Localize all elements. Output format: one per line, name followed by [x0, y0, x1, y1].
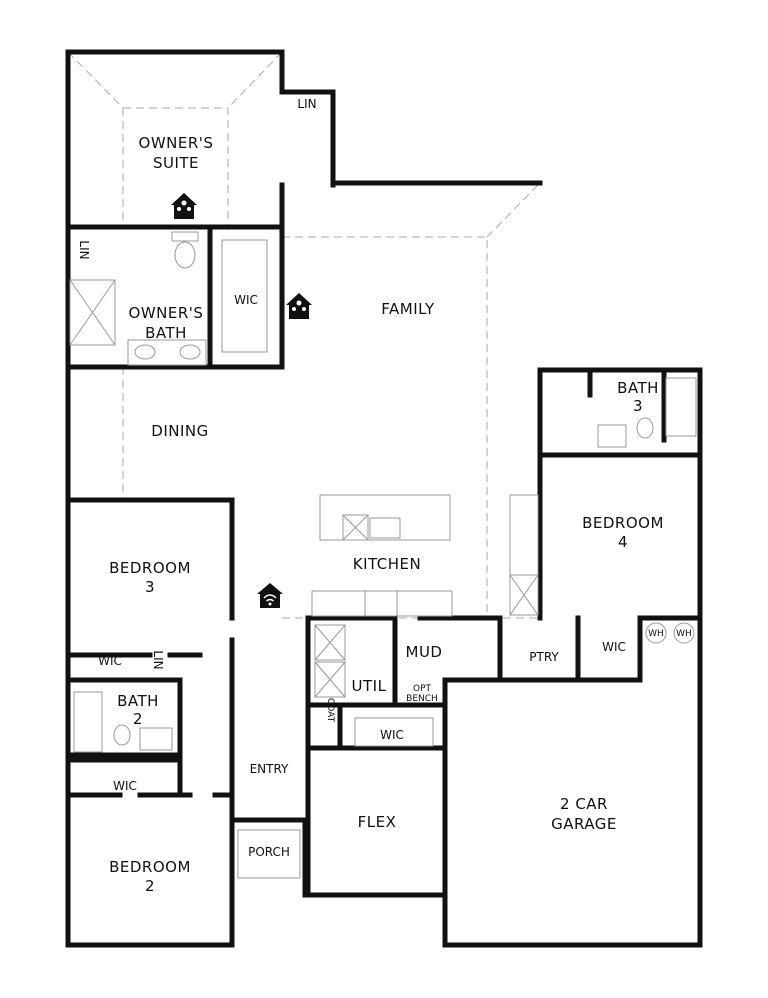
porch-label: PORCH	[248, 845, 290, 859]
bedroom3-label-2: 3	[145, 578, 155, 596]
owners-suite-label-2: SUITE	[153, 154, 199, 172]
wic-bed3-label: WIC	[98, 654, 122, 668]
garage-label: 2 CAR	[560, 795, 608, 813]
bedroom2-label-2: 2	[145, 877, 155, 895]
opt-bench-label-2: BENCH	[406, 694, 438, 704]
opt-bench-label: OPT	[413, 684, 432, 694]
entry-label: ENTRY	[250, 762, 289, 776]
wic-bed2-label: WIC	[113, 779, 137, 793]
owners-bath-label-2: BATH	[145, 324, 187, 342]
owners-suite-label: OWNER'S	[139, 134, 214, 152]
lin-label: LIN	[297, 97, 316, 111]
fixtures	[69, 231, 697, 879]
lin-bath-label: LIN	[77, 240, 91, 259]
bedroom4-label-2: 4	[618, 533, 628, 551]
water-heater-label: WH	[648, 629, 664, 639]
bath3-label: BATH	[617, 379, 659, 397]
owners-bath-label: OWNER'S	[129, 304, 204, 322]
lin-bath2-label: LIN	[151, 650, 165, 669]
walls	[65, 49, 703, 948]
smart-home-icon	[286, 293, 312, 319]
util-label: UTIL	[352, 677, 387, 695]
bedroom2-label: BEDROOM	[109, 858, 191, 876]
wic-flex-label: WIC	[380, 728, 404, 742]
ptry-label: PTRY	[529, 650, 559, 664]
wic-owner-label: WIC	[234, 293, 258, 307]
coat-label: COAT	[325, 698, 335, 723]
dining-label: DINING	[151, 422, 208, 440]
family-label: FAMILY	[381, 300, 435, 318]
mud-label: MUD	[406, 643, 443, 661]
wifi-home-icon	[257, 583, 283, 608]
flex-label: FLEX	[358, 813, 397, 831]
bath2-label-2: 2	[133, 710, 143, 728]
smart-home-icon	[171, 193, 197, 219]
bedroom3-label: BEDROOM	[109, 559, 191, 577]
ceiling-lines	[67, 51, 541, 619]
bath2-label: BATH	[117, 692, 159, 710]
wic-garage-label: WIC	[602, 640, 626, 654]
water-heater-label-2: WH	[676, 629, 692, 639]
kitchen-label: KITCHEN	[353, 555, 422, 573]
bath3-label-2: 3	[633, 397, 643, 415]
garage-label-2: GARAGE	[551, 815, 617, 833]
bedroom4-label: BEDROOM	[582, 514, 664, 532]
